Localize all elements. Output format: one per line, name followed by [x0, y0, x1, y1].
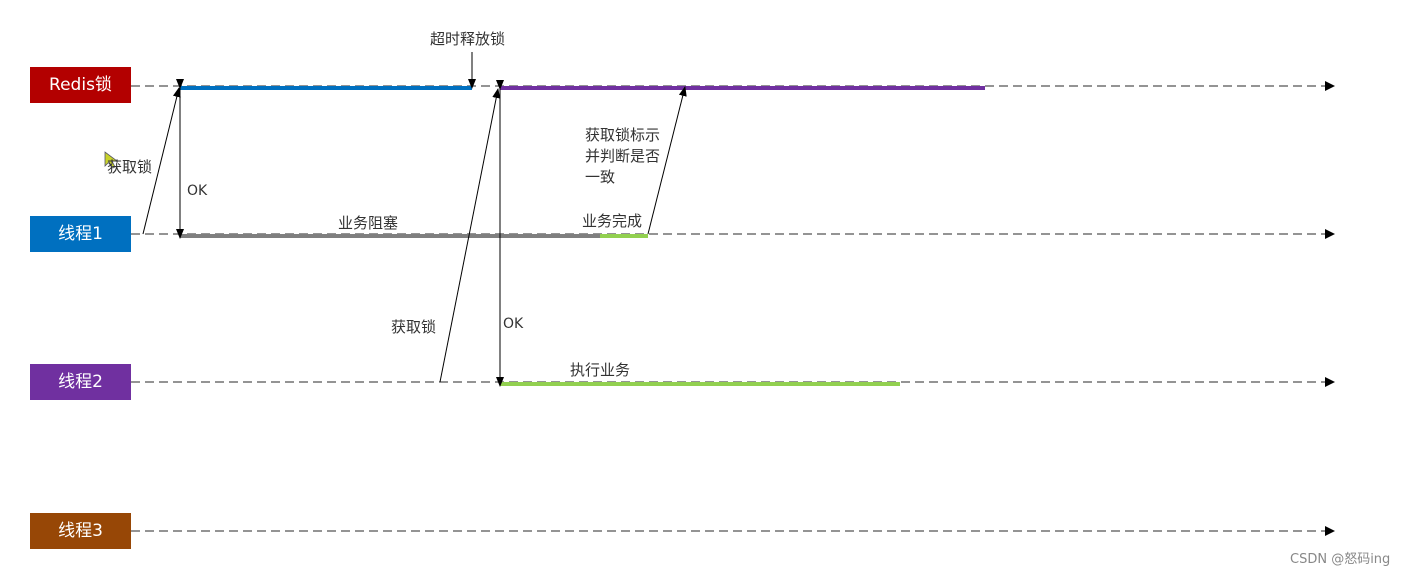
watermark: CSDN @怒码ing: [1290, 552, 1391, 567]
lock-held-thread1-bar: [180, 86, 472, 90]
check-lock-arrow: [647, 86, 687, 235]
ok-label-2: OK: [503, 316, 524, 332]
check-lock-label-line2: 并判断是否: [585, 147, 661, 165]
business-blocked-bar: [180, 234, 600, 238]
acquire-lock-arrow-1: [142, 87, 181, 235]
business-done-label: 业务完成: [582, 212, 643, 230]
timeline-arrowhead: [1325, 229, 1335, 239]
lock-held-thread2-bar: [500, 86, 985, 90]
timeline-arrowhead: [1325, 377, 1335, 387]
cursor-icon: [104, 151, 119, 169]
timeline-arrowhead: [1325, 526, 1335, 536]
execute-business-bar: [500, 382, 900, 386]
lane-label-thread1: 线程1: [30, 216, 131, 252]
lane-label-thread3: 线程3: [30, 513, 131, 549]
lane-label-thread2: 线程2: [30, 364, 131, 400]
lane-label-redis-lock: Redis锁: [30, 67, 131, 103]
acquire-lock-arrow-2: [439, 88, 501, 383]
acquire-lock-label-1: 获取锁: [107, 158, 153, 176]
execute-business-label: 执行业务: [570, 361, 631, 379]
acquire-lock-label-2: 获取锁: [391, 318, 437, 336]
timeout-release-label: 超时释放锁: [430, 30, 506, 48]
timeline-arrowhead: [1325, 81, 1335, 91]
business-done-bar: [600, 234, 648, 238]
business-blocked-label: 业务阻塞: [338, 214, 399, 232]
check-lock-label-line3: 一致: [585, 168, 616, 186]
ok-label-1: OK: [187, 183, 208, 199]
check-lock-label-line1: 获取锁标示: [585, 126, 661, 144]
